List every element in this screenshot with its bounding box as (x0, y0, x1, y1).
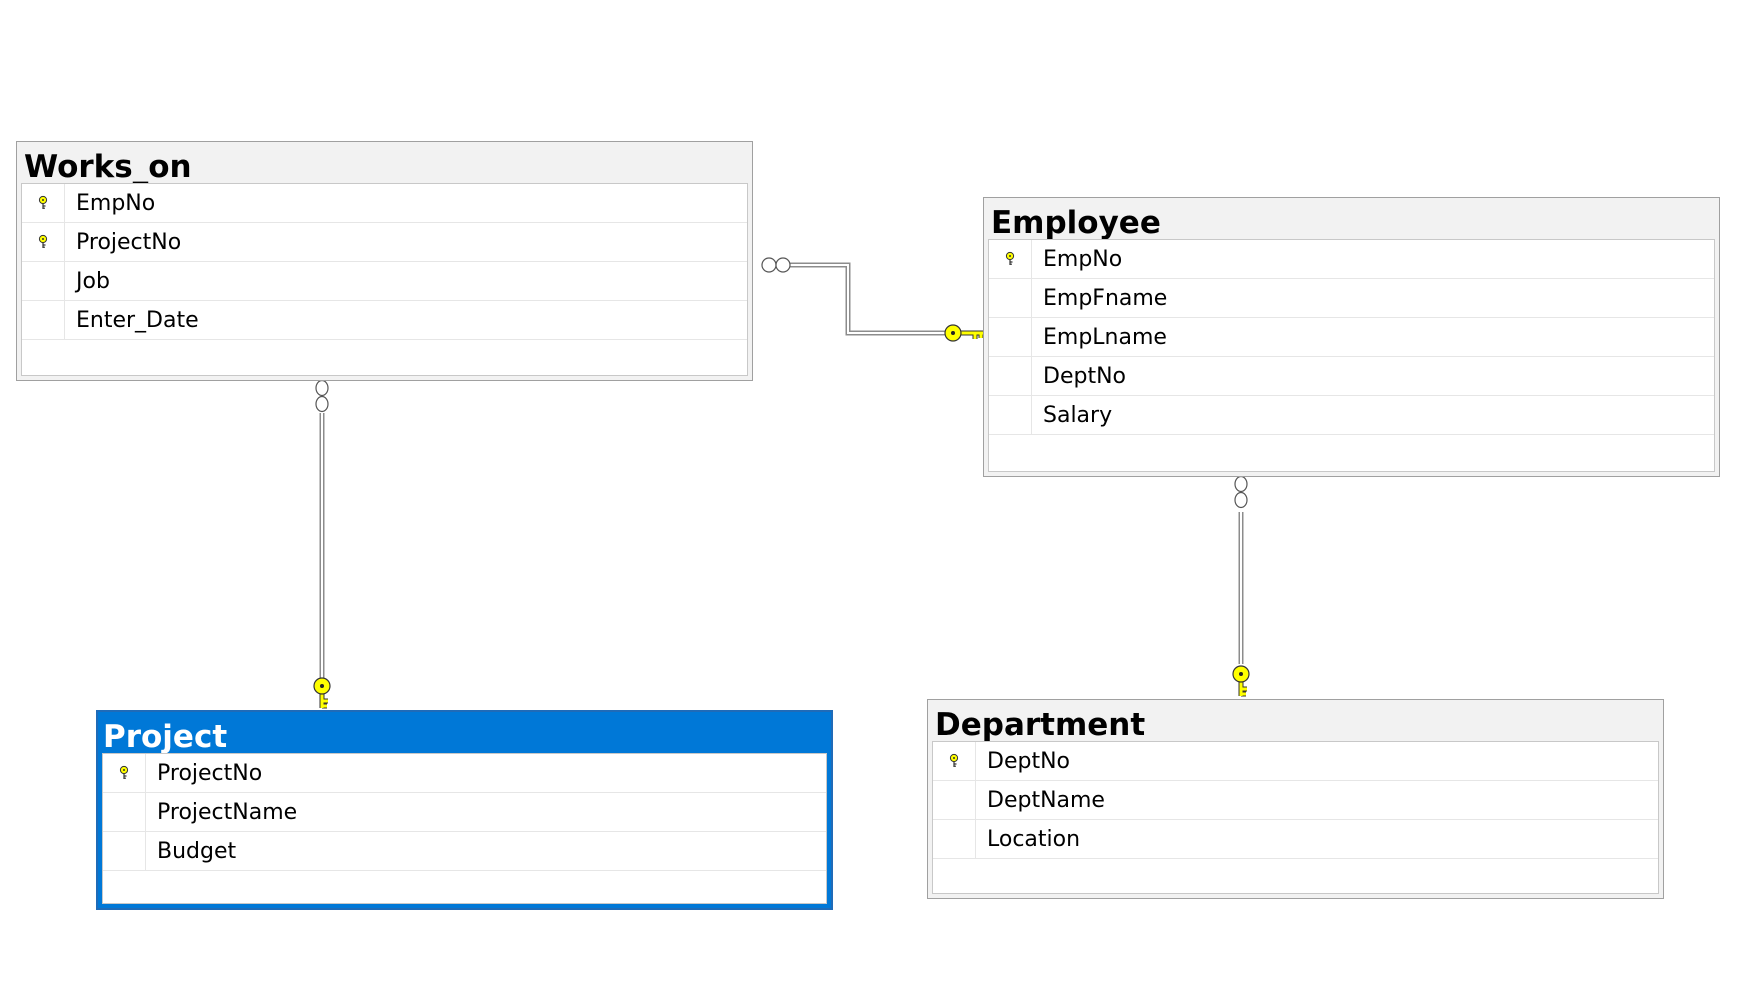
column-name: EmpNo (1043, 246, 1123, 272)
column-row[interactable]: DeptNo (933, 741, 1658, 781)
column-row[interactable]: Enter_Date (22, 300, 747, 340)
primary-key-icon (38, 234, 48, 250)
column-row[interactable]: Job (22, 261, 747, 301)
column-row[interactable]: Location (933, 819, 1658, 859)
table-title[interactable]: Works_on (24, 149, 192, 183)
column-name: Location (987, 826, 1081, 852)
column-row[interactable]: EmpLname (989, 317, 1714, 357)
table-title[interactable]: Department (935, 707, 1146, 741)
primary-key-icon (119, 765, 129, 781)
primary-key-icon (1005, 251, 1015, 267)
key-cell (22, 261, 65, 301)
column-row[interactable]: ProjectNo (103, 753, 826, 793)
key-icon (313, 677, 331, 709)
column-name: DeptNo (1043, 363, 1126, 389)
table-title[interactable]: Project (103, 719, 228, 753)
empty-row (933, 859, 1658, 889)
column-row[interactable]: DeptNo (989, 356, 1714, 396)
column-name: Budget (157, 838, 237, 864)
column-row[interactable]: EmpNo (22, 183, 747, 223)
empty-row (22, 340, 747, 370)
key-cell (22, 300, 65, 340)
column-name: EmpNo (76, 190, 156, 216)
column-name: EmpFname (1043, 285, 1168, 311)
empty-row (989, 435, 1714, 465)
column-row[interactable]: EmpNo (989, 239, 1714, 279)
column-row[interactable]: DeptName (933, 780, 1658, 820)
column-name: EmpLname (1043, 324, 1167, 350)
empty-row (103, 871, 826, 901)
column-name: ProjectName (157, 799, 298, 825)
key-cell (22, 222, 65, 262)
column-row[interactable]: Salary (989, 395, 1714, 435)
infinity-icon (315, 379, 329, 413)
column-row[interactable]: ProjectNo (22, 222, 747, 262)
relationship-works-on-employee (788, 262, 952, 336)
key-cell (103, 792, 146, 832)
column-name: DeptNo (987, 748, 1070, 774)
key-cell (933, 741, 976, 781)
table-title[interactable]: Employee (991, 205, 1161, 239)
column-row[interactable]: EmpFname (989, 278, 1714, 318)
primary-key-icon (949, 753, 959, 769)
key-icon (1232, 665, 1250, 697)
key-cell (22, 183, 65, 223)
infinity-icon (1234, 475, 1248, 509)
key-cell (989, 278, 1032, 318)
column-name: Salary (1043, 402, 1113, 428)
key-cell (933, 780, 976, 820)
key-cell (989, 317, 1032, 357)
column-row[interactable]: Budget (103, 831, 826, 871)
key-cell (103, 753, 146, 793)
column-name: DeptName (987, 787, 1105, 813)
key-icon (944, 324, 985, 342)
key-cell (989, 356, 1032, 396)
column-name: ProjectNo (157, 760, 263, 786)
column-name: ProjectNo (76, 229, 182, 255)
key-cell (989, 239, 1032, 279)
key-cell (933, 819, 976, 859)
primary-key-icon (38, 195, 48, 211)
key-cell (989, 395, 1032, 435)
column-row[interactable]: ProjectName (103, 792, 826, 832)
key-cell (103, 831, 146, 871)
column-name: Job (76, 268, 110, 294)
infinity-icon (761, 257, 791, 273)
column-name: Enter_Date (76, 307, 199, 333)
